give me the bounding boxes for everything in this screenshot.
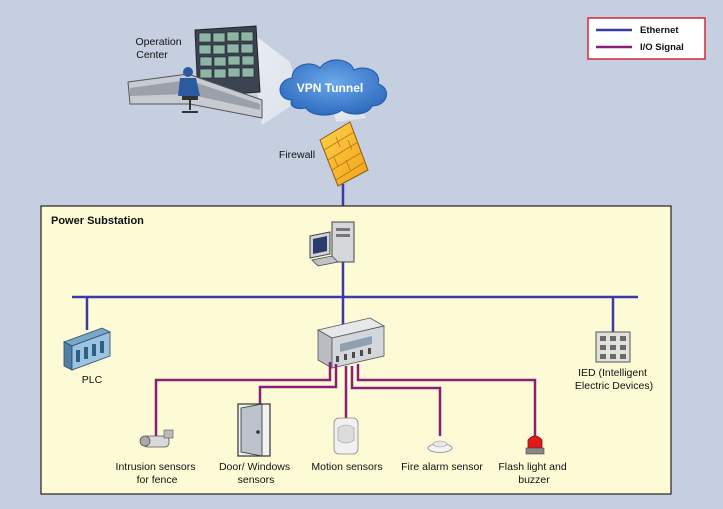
legend-ethernet-label: Ethernet: [640, 25, 679, 36]
plc-icon: [62, 327, 112, 371]
ied-icon: [595, 331, 631, 363]
io-controller-icon: [316, 317, 386, 369]
firewall-icon: [319, 121, 369, 187]
operator-icon: [178, 67, 200, 113]
legend-io-label: I/O Signal: [640, 42, 684, 53]
intrusion-sensor-label: Intrusion sensors for fence: [116, 461, 199, 486]
io-signal-wiring: [154, 362, 537, 438]
flash-light-label: Flash light and buzzer: [498, 461, 569, 486]
power-substation-title: Power Substation: [51, 215, 144, 227]
server-workstation-icon: [309, 221, 355, 267]
motion-sensor-icon: [333, 417, 359, 455]
vpn-cloud-icon: [279, 59, 387, 116]
firewall-label: Firewall: [279, 149, 315, 161]
door-window-sensor-label: Door/ Windows sensors: [219, 461, 293, 486]
fire-alarm-sensor-label: Fire alarm sensor: [401, 461, 483, 473]
ied-label: IED (Intelligent Electric Devices): [575, 367, 653, 392]
motion-sensor-label: Motion sensors: [311, 461, 382, 473]
operation-center-label: Operation Center: [135, 36, 184, 61]
door-window-sensor-icon: [237, 403, 271, 457]
fire-alarm-sensor-icon: [427, 440, 453, 453]
intrusion-sensor-icon: [139, 429, 174, 448]
plc-label: PLC: [82, 374, 103, 386]
operation-center-console: [127, 25, 263, 119]
flash-light-icon: [525, 435, 545, 455]
legend: Ethernet I/O Signal: [587, 17, 706, 60]
vpn-tunnel-label: VPN Tunnel: [297, 81, 363, 95]
